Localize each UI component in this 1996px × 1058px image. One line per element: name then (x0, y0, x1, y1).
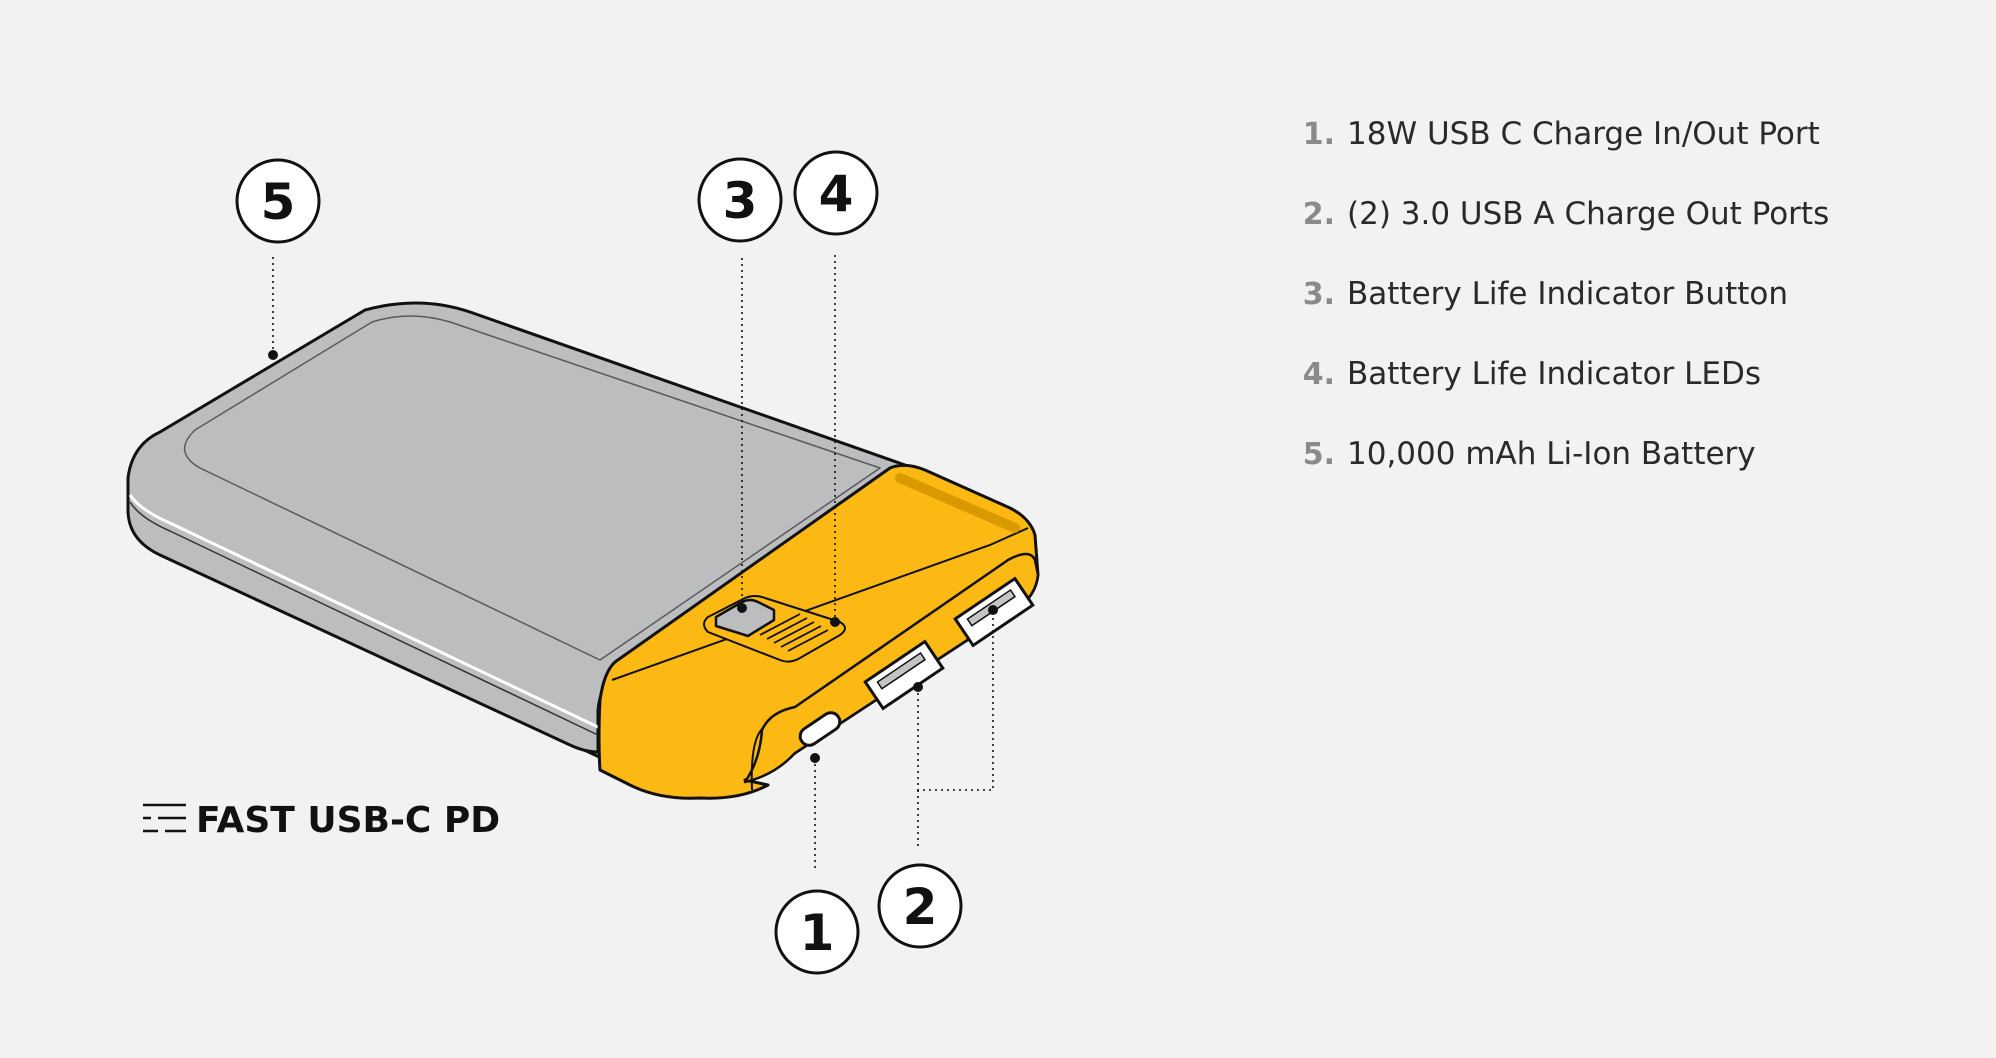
battery-indicator-button (714, 598, 776, 638)
anchor-dot-1 (810, 753, 820, 763)
callout-circle (793, 150, 879, 236)
body-seam-line-dark (129, 501, 601, 737)
body-top-inset (184, 315, 881, 661)
indicator-led-vents (759, 613, 829, 652)
callout-circle (235, 158, 321, 244)
feature-legend: 1. 18W USB C Charge In/Out Port 2. (2) 3… (1295, 94, 1830, 494)
legend-text: Battery Life Indicator LEDs (1347, 356, 1762, 392)
legend-number: 1. (1302, 116, 1335, 152)
callout-number-5: 5 (261, 173, 296, 231)
anchor-dot-4 (830, 617, 840, 627)
led-vent-line (759, 613, 801, 636)
callout-circle (697, 157, 783, 243)
legend-number: 5. (1302, 436, 1335, 472)
anchor-dot-5 (268, 350, 278, 360)
body-seam-line (128, 494, 601, 730)
callout-5: 5 (235, 158, 321, 244)
anchor-dots (268, 350, 998, 763)
callout-circle (877, 863, 963, 949)
legend-item-1: 1. 18W USB C Charge In/Out Port (1295, 94, 1829, 174)
indicator-panel (703, 595, 846, 663)
body-top (126, 301, 1007, 754)
end-cap-front-left-edge (750, 727, 764, 791)
callout-4: 4 (793, 150, 879, 236)
anchor-dot-2a (913, 682, 923, 692)
callout-number-4: 4 (819, 165, 854, 223)
usb-c-port (798, 711, 842, 747)
legend-number: 4. (1302, 356, 1335, 392)
callout-3: 3 (697, 157, 783, 243)
led-vent-line (787, 629, 829, 652)
callout-1: 1 (774, 889, 860, 975)
callout-number-3: 3 (723, 172, 758, 230)
legend-text: (2) 3.0 USB A Charge Out Ports (1347, 196, 1830, 232)
callout-2: 2 (877, 863, 963, 949)
legend-text: 18W USB C Charge In/Out Port (1347, 116, 1820, 152)
led-vent-line (766, 617, 808, 640)
usb-a-port-1-inner (876, 651, 927, 690)
legend-number: 2. (1302, 196, 1335, 232)
fast-lines-icon (143, 803, 186, 833)
legend-number: 3. (1302, 276, 1335, 312)
legend-text: Battery Life Indicator Button (1347, 276, 1788, 312)
legend-item-5: 5. 10,000 mAh Li-Ion Battery (1295, 414, 1829, 494)
fast-usb-c-pd-badge: FAST USB-C PD (143, 800, 500, 841)
leader-lines (272, 255, 994, 870)
legend-item-3: 3. Battery Life Indicator Button (1295, 254, 1829, 334)
led-vent-line (780, 625, 822, 648)
led-vent-line (773, 621, 815, 644)
callout-circle (774, 889, 860, 975)
legend-item-4: 4. Battery Life Indicator LEDs (1295, 334, 1829, 414)
anchor-dot-2b (988, 605, 998, 615)
callout-number-2: 2 (903, 878, 938, 936)
legend-item-2: 2. (2) 3.0 USB A Charge Out Ports (1295, 174, 1830, 254)
power-bank-body (126, 301, 1007, 777)
badge-label: FAST USB-C PD (196, 800, 500, 841)
legend-text: 10,000 mAh Li-Ion Battery (1347, 436, 1756, 472)
end-cap-top-highlight (895, 473, 1020, 533)
anchor-dot-3 (737, 603, 747, 613)
callout-number-1: 1 (800, 904, 835, 962)
